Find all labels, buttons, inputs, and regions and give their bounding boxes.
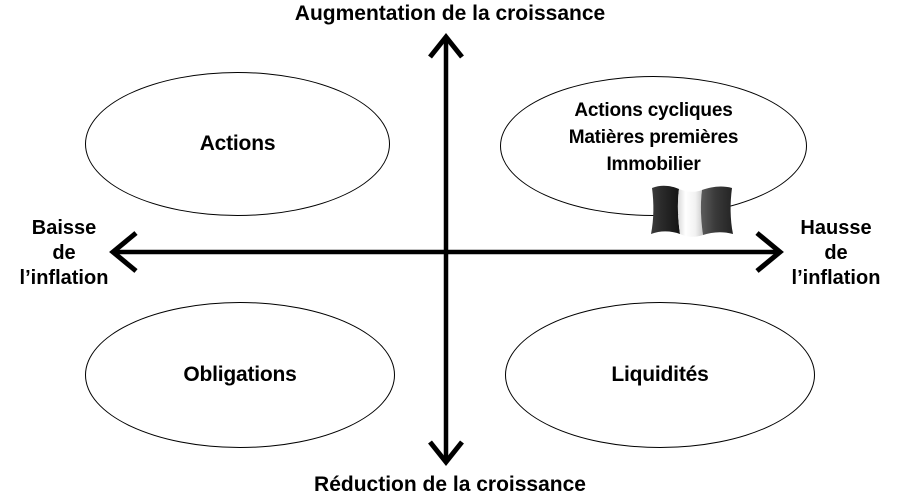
quadrant-bubble-cyclicals: Actions cycliques Matières premières Imm… [500, 76, 807, 216]
axis-caption-inflation-decrease: Baisse de l’inflation [19, 217, 109, 289]
quadrant-label-cyclicals: Actions cycliques Matières premières Imm… [568, 100, 739, 175]
french-flag-icon [651, 185, 733, 237]
quadrant-label-equities: Actions [199, 132, 276, 155]
axis-caption-inflation-increase: Hausse de l’inflation [791, 217, 881, 289]
quadrant-label-bonds: Obligations [183, 363, 297, 386]
quadrant-bubble-cash: Liquidités [505, 302, 815, 448]
axis-caption-growth-increase: Augmentation de la croissance [294, 2, 606, 25]
quadrant-bubble-equities: Actions [85, 72, 390, 216]
arrowhead-up-icon [428, 32, 464, 59]
axis-caption-growth-decrease: Réduction de la croissance [314, 473, 586, 496]
arrowhead-down-icon [428, 440, 464, 467]
quadrant-label-cash: Liquidités [611, 363, 709, 386]
quadrant-bubble-bonds: Obligations [85, 302, 395, 448]
